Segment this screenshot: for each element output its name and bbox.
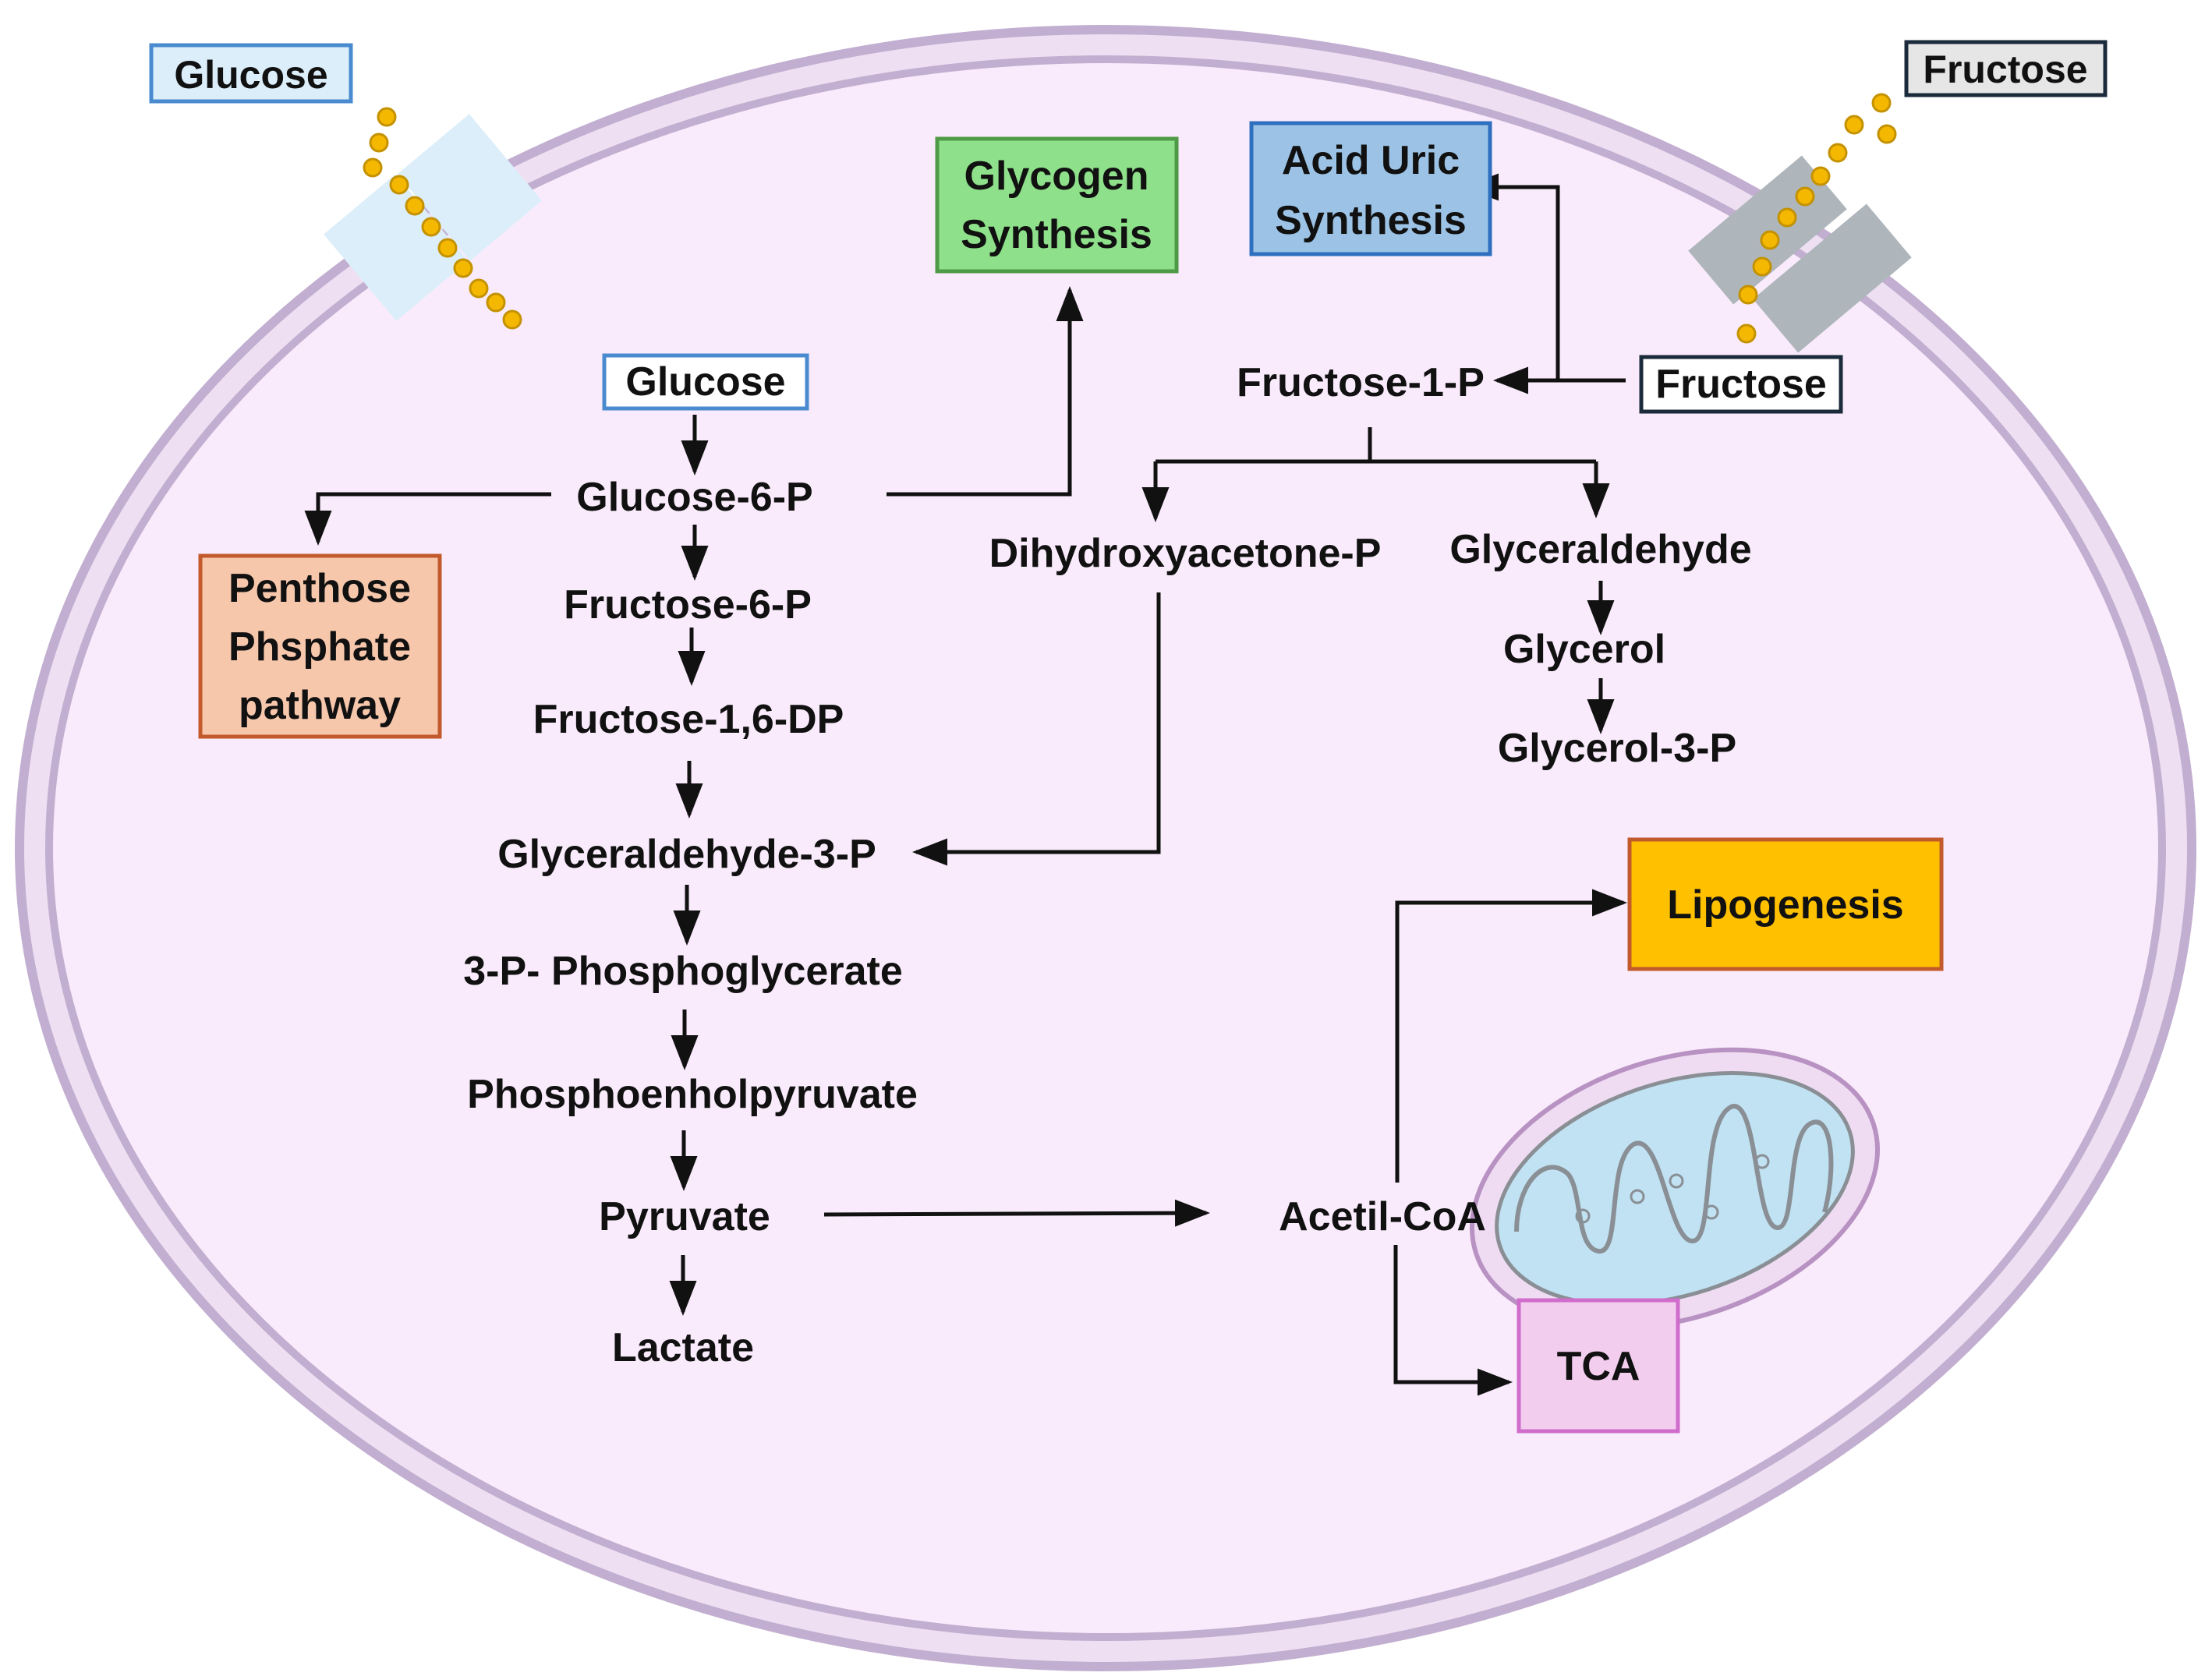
arrow-dhap-to-g3p: [912, 592, 1161, 866]
outside-fructose-box: [1904, 40, 2108, 97]
tca-label: TCA: [1557, 1344, 1640, 1389]
arrow-acetylcoa-to-lipogenesis: [1395, 889, 1627, 1183]
phosphoenolpyruvate: Phosphoenholpyruvate: [467, 1072, 918, 1117]
glucose-label: Glucose: [625, 359, 785, 405]
pentose-phosphate-line1: Penthose: [228, 566, 411, 611]
fructolysis-labels: Fructose-1-P Dihydroxyacetone-P Glyceral…: [989, 360, 1752, 771]
fructose-molecules: [1736, 93, 1897, 344]
pentose-phosphate-box: [198, 553, 442, 739]
arrow-pyruvate-to-acetylcoa: [823, 1199, 1210, 1227]
fructose-1-6-dp: Fructose-1,6-DP: [533, 697, 844, 742]
acetyl-coa: Acetil-CoA: [1279, 1194, 1486, 1239]
glycerol: Glycerol: [1503, 627, 1665, 672]
fructose-1-p: Fructose-1-P: [1237, 360, 1485, 405]
outside-glucose-box: [149, 43, 353, 104]
lipogenesis-box: [1627, 837, 1944, 971]
outcome-boxes: Glycogen Synthesis Acid Uric Synthesis P…: [198, 121, 1944, 1434]
fructose-transporter: [1688, 93, 1912, 353]
external-sugars: Glucose Fructose: [149, 40, 2108, 104]
pyruvate: Pyruvate: [599, 1194, 770, 1239]
glucose-6-p: Glucose-6-P: [576, 475, 812, 520]
glycogen-synthesis-box: [935, 136, 1179, 274]
fructose-box: [1639, 355, 1843, 414]
fructose-6-p: Fructose-6-P: [564, 582, 812, 628]
lactate: Lactate: [612, 1325, 754, 1370]
acid-uric-synthesis-box: [1249, 121, 1492, 256]
arrow-acetylcoa-to-tca: [1393, 1245, 1513, 1396]
3-p-phosphoglycerate: 3-P- Phosphoglycerate: [463, 949, 902, 994]
lipogenesis-label: Lipogenesis: [1667, 882, 1903, 928]
outside-glucose-label: Glucose: [174, 53, 327, 97]
acid-uric-synthesis-line2: Synthesis: [1275, 198, 1467, 243]
glucose-transporter: [324, 107, 542, 330]
glyceraldehyde-3-p: Glyceraldehyde-3-P: [497, 832, 876, 877]
glucose-molecules: [363, 107, 522, 330]
glycogen-synthesis-line2: Synthesis: [961, 212, 1152, 257]
fructose-label: Fructose: [1655, 362, 1827, 407]
pentose-phosphate-line2: Phsphate: [228, 624, 411, 670]
arrow-g6p-to-pentose: [304, 492, 551, 546]
inner-sugar-boxes: Glucose Fructose: [602, 353, 1843, 414]
tca-box: [1517, 1298, 1680, 1434]
glucose-box: [602, 353, 809, 411]
acid-uric-synthesis-line1: Acid Uric: [1282, 138, 1460, 183]
dihydroxyacetone-p: Dihydroxyacetone-P: [989, 531, 1382, 576]
mitochondrion: [1470, 1047, 1880, 1331]
arrow-f1p-to-acid-uric: [1463, 173, 1560, 380]
glyceraldehyde: Glyceraldehyde: [1449, 527, 1751, 572]
pentose-phosphate-line3: pathway: [239, 683, 401, 728]
glycolysis-labels: Glucose-6-P Fructose-6-P Fructose-1,6-DP…: [463, 475, 1486, 1370]
arrow-g6p-to-glycogen: [887, 286, 1084, 497]
glycogen-synthesis-line1: Glycogen: [964, 154, 1149, 199]
glycerol-3-p: Glycerol-3-P: [1498, 726, 1736, 771]
pathway-arrows: [304, 173, 1627, 1396]
outside-fructose-label: Fructose: [1923, 48, 2087, 91]
